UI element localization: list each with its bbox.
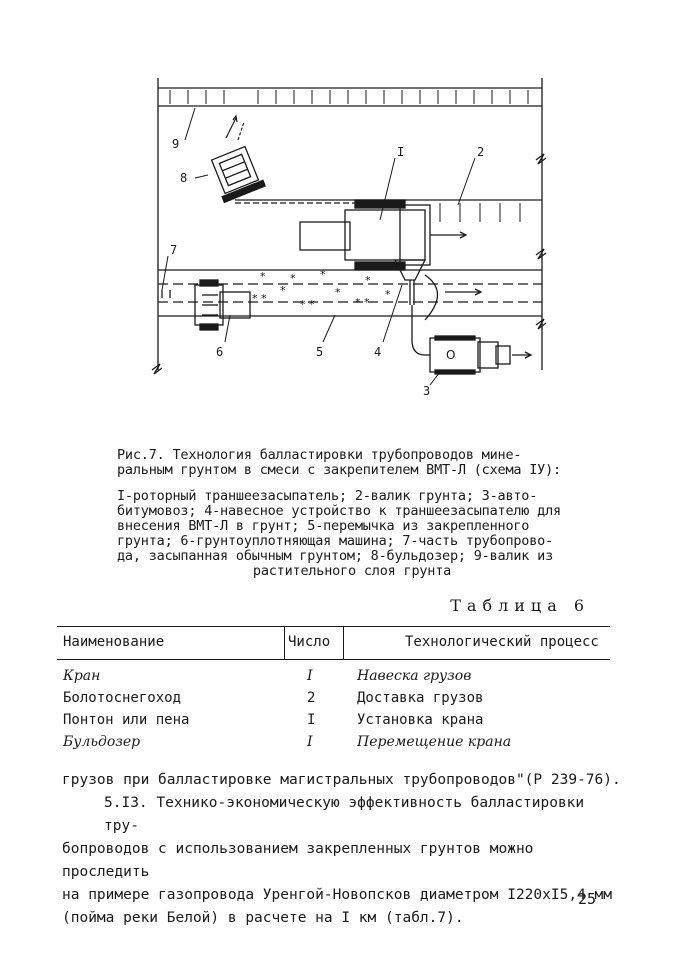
body-line: на примере газопровода Уренгой-Новопсков… — [62, 887, 612, 903]
header-process: Технологический процесс — [405, 634, 599, 650]
svg-text:*: * — [335, 286, 341, 299]
label-9: 9 — [172, 137, 179, 151]
row-count: 2 — [307, 690, 316, 706]
svg-text:*: * — [290, 272, 296, 285]
svg-text:*: * — [365, 274, 371, 287]
svg-text:*: * — [260, 270, 266, 283]
legend-line: грунта; 6-грунтоуплотняющая машина; 7-ча… — [117, 533, 554, 549]
table-col-divider — [284, 626, 285, 659]
label-7: 7 — [170, 243, 177, 257]
table-row: Бульдозер I Перемещение крана — [57, 734, 610, 756]
figure-diagram: O * * * * * * * * * * * * * 9 8 I 2 7 6 5 4 — [151, 78, 547, 398]
svg-text:*: * — [385, 288, 391, 301]
body-paragraph: грузов при балластировке магистральных т… — [62, 769, 622, 930]
row-name: Понтон или пена — [63, 712, 190, 728]
table-header-rule — [57, 659, 610, 660]
legend-line: да, засыпанная обычным грунтом; 8-бульдо… — [117, 548, 554, 564]
row-count: I — [307, 734, 313, 750]
caption-title-line: ральным грунтом в смеси с закрепителем В… — [117, 462, 561, 478]
row-count: I — [307, 712, 316, 728]
svg-text:* *: * * — [355, 296, 370, 309]
row-process: Доставка грузов — [357, 690, 484, 706]
svg-text:*: * — [280, 284, 286, 297]
table-label: Таблица 6 — [450, 596, 590, 615]
row-name: Болотоснегоход — [63, 690, 182, 706]
caption-title-line: Рис.7. Технология балластировки трубопро… — [117, 447, 522, 463]
body-line: 5.I3. Технико-экономическую эффективност… — [104, 795, 585, 834]
label-2: 2 — [477, 145, 484, 159]
figure-caption-legend: I-роторный траншеезасыпатель; 2-валик гр… — [117, 489, 587, 579]
table-top-rule — [57, 626, 610, 627]
body-line: бопроводов с использованием закрепленных… — [62, 841, 534, 880]
header-count: Число — [288, 634, 331, 650]
row-process: Навеска грузов — [357, 668, 472, 684]
truck-mark: O — [446, 348, 455, 362]
page-number: 25 — [578, 890, 597, 908]
figure-caption-title: Рис.7. Технология балластировки трубопро… — [117, 448, 587, 478]
table-col-divider — [343, 626, 344, 659]
label-4: 4 — [374, 345, 381, 359]
table-row: Кран I Навеска грузов — [57, 668, 610, 690]
header-name: Наименование — [63, 634, 165, 650]
row-process: Перемещение крана — [357, 734, 512, 750]
table-row: Болотоснегоход 2 Доставка грузов — [57, 690, 610, 712]
svg-text:* *: * * — [300, 298, 315, 311]
label-8: 8 — [180, 171, 187, 185]
row-name: Кран — [63, 668, 101, 684]
body-line: (пойма реки Белой) в расчете на I км (та… — [62, 910, 464, 926]
legend-line: внесения ВМТ-Л в грунт; 5-перемычка из з… — [117, 518, 530, 534]
row-name: Бульдозер — [63, 734, 141, 750]
label-6: 6 — [216, 345, 223, 359]
table-row: Понтон или пена I Установка крана — [57, 712, 610, 734]
label-3: 3 — [423, 384, 430, 398]
legend-line: битумовоз; 4-навесное устройство к транш… — [117, 503, 561, 519]
body-line: грузов при балластировке магистральных т… — [62, 772, 621, 788]
row-count: I — [307, 668, 313, 684]
legend-line: растительного слоя грунта — [252, 563, 452, 579]
label-1: I — [397, 145, 404, 159]
row-process: Установка крана — [357, 712, 484, 728]
label-5: 5 — [316, 345, 323, 359]
legend-line: I-роторный траншеезасыпатель; 2-валик гр… — [117, 488, 538, 504]
svg-text:*: * — [320, 268, 326, 281]
svg-text:* *: * * — [252, 292, 267, 305]
